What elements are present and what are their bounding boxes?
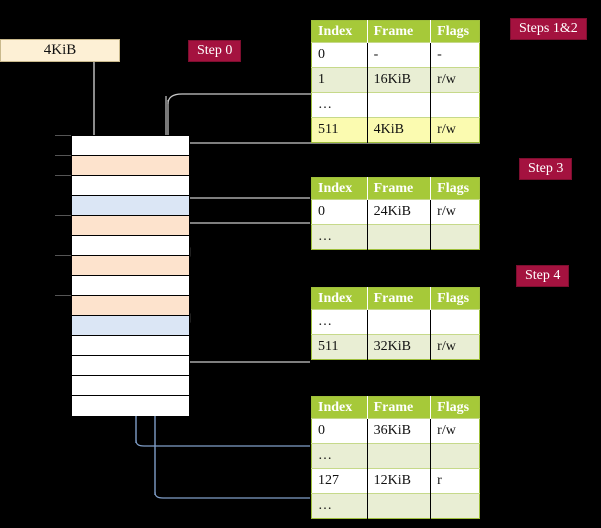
table-cell-index: … <box>311 493 368 519</box>
memory-frame-row <box>72 296 189 316</box>
table-cell-frame <box>367 224 432 250</box>
table-row: … <box>311 443 480 469</box>
table-row: … <box>311 92 480 118</box>
memory-frame-row <box>72 256 189 276</box>
memory-tick <box>55 255 71 256</box>
table-cell-frame: 16KiB <box>367 67 432 93</box>
memory-tick <box>55 155 71 156</box>
table-cell-index: 0 <box>311 418 368 444</box>
memory-tick <box>55 135 71 136</box>
table-cell-flags <box>430 224 480 250</box>
source-size-label: 4KiB <box>0 39 120 62</box>
table-cell-flags <box>430 309 480 335</box>
wire-table-step4-to-memory <box>180 313 310 363</box>
memory-tick <box>55 215 71 216</box>
column-header-flags: Flags <box>430 287 480 310</box>
table-cell-index: … <box>311 224 368 250</box>
memory-frame-row <box>72 336 189 356</box>
memory-frame-row <box>72 216 189 236</box>
column-header-frame: Frame <box>367 396 432 419</box>
memory-frame-row <box>72 236 189 256</box>
column-header-flags: Flags <box>430 20 480 43</box>
column-header-frame: Frame <box>367 287 432 310</box>
step-badge-steps12: Steps 1&2 <box>510 18 587 40</box>
table-cell-flags: r/w <box>430 67 480 93</box>
table-cell-index: 1 <box>311 67 368 93</box>
table-row: … <box>311 224 480 250</box>
memory-frame-row <box>72 176 189 196</box>
wire-table-step3-to-memory <box>181 222 310 257</box>
table-cell-index: … <box>311 92 368 118</box>
table-cell-frame: 4KiB <box>367 117 432 143</box>
table-row: … <box>311 493 480 519</box>
memory-frame-row <box>72 396 189 416</box>
table-cell-frame <box>367 493 432 519</box>
table-cell-index: 0 <box>311 199 368 225</box>
wire-4kib-to-memory <box>87 51 104 154</box>
table-cell-flags: r/w <box>430 117 480 143</box>
table-cell-index: 511 <box>311 117 368 143</box>
step-badge-step0: Step 0 <box>188 40 242 62</box>
memory-tick <box>55 175 71 176</box>
table-row: … <box>311 309 480 335</box>
table-cell-flags: r/w <box>430 334 480 360</box>
memory-frame-row <box>72 276 189 296</box>
table-cell-frame: - <box>367 42 432 68</box>
table-cell-index: 0 <box>311 42 368 68</box>
column-header-flags: Flags <box>430 396 480 419</box>
table-cell-flags <box>430 443 480 469</box>
table-cell-index: 511 <box>311 334 368 360</box>
table-cell-frame <box>367 309 432 335</box>
memory-frame-row <box>72 376 189 396</box>
table-cell-frame <box>367 92 432 118</box>
table-cell-index: 127 <box>311 468 368 494</box>
memory-frame-row <box>72 356 189 376</box>
table-cell-flags <box>430 92 480 118</box>
column-header-frame: Frame <box>367 177 432 200</box>
step-badge-step3: Step 3 <box>519 158 573 180</box>
table-cell-frame: 12KiB <box>367 468 432 494</box>
column-header-index: Index <box>311 287 368 310</box>
table-cell-flags: r/w <box>430 199 480 225</box>
column-header-index: Index <box>311 20 368 43</box>
memory-frame-row <box>72 136 189 156</box>
column-header-frame: Frame <box>367 20 432 43</box>
step-badge-step4: Step 4 <box>516 265 570 287</box>
table-cell-frame: 36KiB <box>367 418 432 444</box>
memory-frame-row <box>72 156 189 176</box>
memory-frame-row <box>72 196 189 216</box>
table-cell-frame: 24KiB <box>367 199 432 225</box>
column-header-flags: Flags <box>430 177 480 200</box>
column-header-index: Index <box>311 396 368 419</box>
table-cell-frame: 32KiB <box>367 334 432 360</box>
table-cell-flags: - <box>430 42 480 68</box>
table-cell-flags: r <box>430 468 480 494</box>
table-row: 0-- <box>311 42 480 68</box>
memory-tick <box>55 295 71 296</box>
table-cell-flags: r/w <box>430 418 480 444</box>
table-cell-flags <box>430 493 480 519</box>
table-cell-index: … <box>311 443 368 469</box>
column-header-index: Index <box>311 177 368 200</box>
memory-frame-row <box>72 316 189 336</box>
physical-memory-column <box>71 135 190 416</box>
table-cell-frame <box>367 443 432 469</box>
table-cell-index: … <box>311 309 368 335</box>
